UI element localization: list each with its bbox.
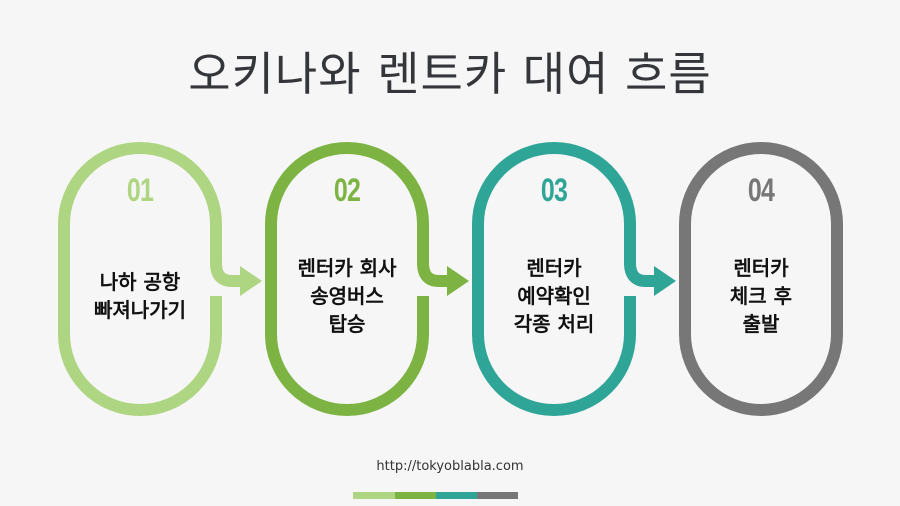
page-title: 오키나와 렌트카 대여 흐름 bbox=[188, 47, 712, 101]
arrow-icon bbox=[624, 262, 654, 287]
arrow-icon bbox=[417, 262, 447, 287]
footer-url: http://tokyoblabla.com bbox=[376, 459, 524, 474]
step-4-number: 04 bbox=[747, 172, 775, 208]
step-3-pill bbox=[472, 142, 676, 416]
footer-bar-2 bbox=[395, 492, 436, 499]
step-2-pill bbox=[265, 142, 469, 416]
step-3-number: 03 bbox=[540, 172, 568, 208]
step-1-number: 01 bbox=[126, 172, 154, 208]
arrow-icon bbox=[210, 262, 240, 287]
arrow-head-icon bbox=[447, 266, 469, 296]
step-4-pill bbox=[679, 142, 843, 416]
arrow-head-icon bbox=[240, 266, 262, 296]
step-2-label: 렌터카 회사 송영버스 탑승 bbox=[297, 256, 397, 336]
footer-bar-3 bbox=[436, 492, 477, 499]
step-4-label: 렌터카 체크 후 출발 bbox=[729, 256, 793, 336]
step-1-pill bbox=[58, 142, 262, 416]
step-3-label: 렌터카 예약확인 각종 처리 bbox=[513, 256, 595, 336]
step-2-number: 02 bbox=[333, 172, 361, 208]
arrow-head-icon bbox=[654, 266, 676, 296]
step-1-label: 나하 공항 빠져나가기 bbox=[94, 270, 186, 322]
footer-bar-4 bbox=[477, 492, 518, 499]
footer-bar-1 bbox=[353, 492, 395, 499]
